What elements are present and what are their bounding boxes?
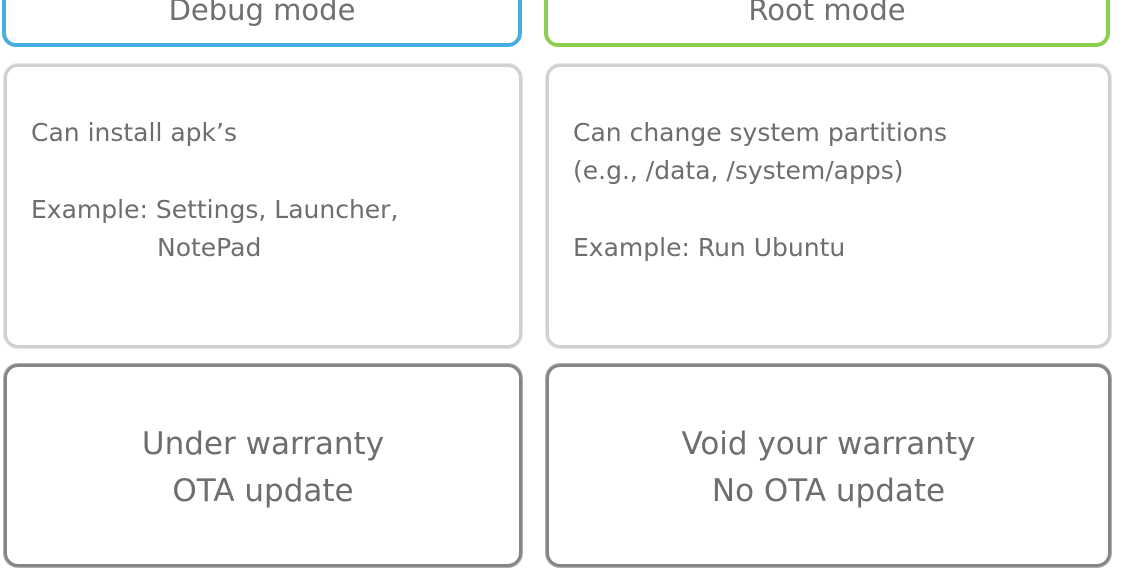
root-capability-example-paths: (e.g., /data, /system/apps)	[573, 156, 904, 185]
debug-mode-header: Debug mode	[2, 0, 522, 47]
debug-example-continuation: NotePad	[157, 233, 262, 262]
debug-ota-text: OTA update	[172, 472, 354, 509]
debug-warranty-text: Under warranty	[141, 425, 385, 462]
root-ota-text: No OTA update	[711, 472, 946, 509]
root-capability-text: Can change system partitions	[573, 118, 947, 147]
debug-mode-details-box: Can install apk’s Example: Settings, Lau…	[4, 64, 522, 348]
debug-example-text: Example: Settings, Launcher,	[31, 195, 399, 224]
root-warranty-text: Void your warranty	[681, 425, 976, 462]
root-mode-title: Root mode	[748, 0, 906, 27]
root-example-text: Example: Run Ubuntu	[573, 233, 846, 262]
root-mode-header: Root mode	[544, 0, 1110, 47]
debug-mode-title: Debug mode	[168, 0, 356, 27]
root-mode-details-box: Can change system partitions (e.g., /dat…	[546, 64, 1111, 348]
root-mode-warranty-box: Void your warranty No OTA update	[546, 364, 1111, 567]
debug-capability-text: Can install apk’s	[31, 118, 237, 147]
spacer	[31, 152, 519, 191]
spacer	[573, 190, 1108, 229]
debug-mode-warranty-box: Under warranty OTA update	[4, 364, 522, 567]
